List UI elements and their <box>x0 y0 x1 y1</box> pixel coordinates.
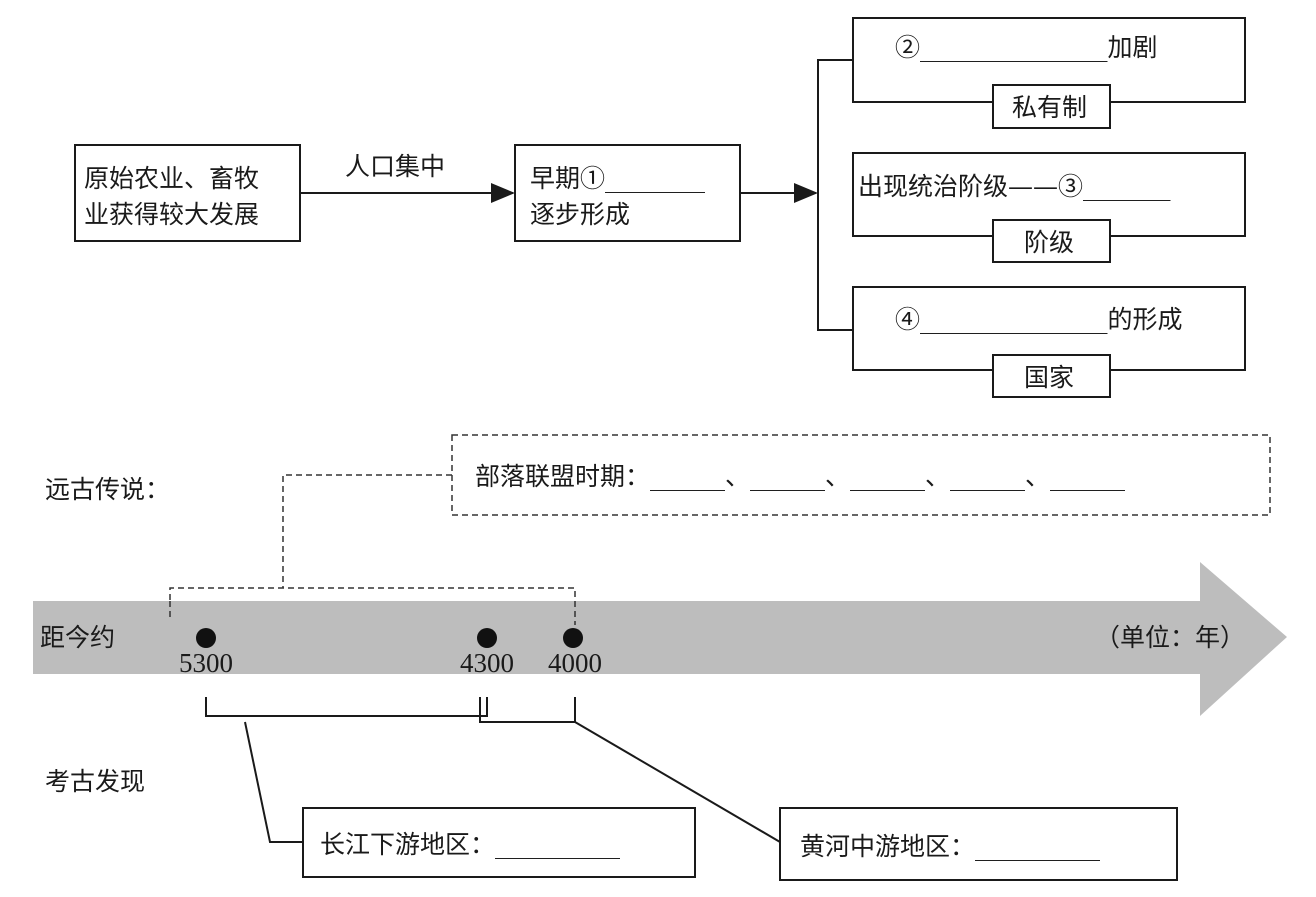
middle-box: 早期①________ 逐步形成 <box>514 144 741 242</box>
unit-label: （单位：年） <box>1095 623 1245 652</box>
start-box-line2: 业获得较大发展 <box>84 200 259 229</box>
point-4300-dot <box>477 628 497 648</box>
branch-1-tag: 私有制 <box>1012 93 1087 122</box>
yellow-river-box: 黄河中游地区：__________ <box>779 807 1178 881</box>
branch-1-text: ②_______________加剧 <box>895 33 1158 62</box>
branch-3-tag: 国家 <box>1024 363 1074 392</box>
axis-label: 距今约 <box>40 623 115 652</box>
legend-bracket-ends <box>169 601 576 625</box>
branch-box-1: ②_______________加剧 私有制 <box>852 17 1246 129</box>
middle-box-line2: 逐步形成 <box>530 200 630 229</box>
yangtze-box: 长江下游地区：__________ <box>302 807 696 878</box>
arrow-label: 人口集中 <box>345 152 445 181</box>
timeline-arrow-band <box>33 562 1287 716</box>
branch-box-3: ④_______________的形成 国家 <box>852 286 1246 398</box>
point-5300-dot <box>196 628 216 648</box>
legend-connector <box>282 474 452 588</box>
branch-2-text: 出现统治阶级——③_______ <box>858 172 1171 201</box>
yangtze-box-text: 长江下游地区：__________ <box>320 830 621 859</box>
yellow-river-box-text: 黄河中游地区：__________ <box>800 832 1101 861</box>
point-4300-label: 4300 <box>460 648 514 678</box>
point-5300-label: 5300 <box>179 648 233 678</box>
yellow-river-bracket <box>479 697 576 723</box>
yangtze-bracket <box>205 697 488 717</box>
branch-3-text: ④_______________的形成 <box>895 305 1183 334</box>
point-4000-dot <box>563 628 583 648</box>
yellow-river-connector <box>574 721 781 843</box>
legend-label: 远古传说： <box>45 475 170 504</box>
middle-box-line1: 早期①________ <box>530 164 706 193</box>
start-box-line1: 原始农业、畜牧 <box>84 164 259 193</box>
archaeology-label: 考古发现 <box>45 767 145 796</box>
branch-box-2: 出现统治阶级——③_______ 阶级 <box>852 152 1246 263</box>
branch-bracket <box>817 59 853 331</box>
branch-2-tag: 阶级 <box>1024 228 1074 257</box>
legend-box-text: 部落联盟时期：______、______、______、______、_____… <box>475 462 1126 491</box>
yangtze-connector <box>244 721 303 843</box>
start-box: 原始农业、畜牧 业获得较大发展 <box>74 144 301 242</box>
point-4000-label: 4000 <box>548 648 602 678</box>
